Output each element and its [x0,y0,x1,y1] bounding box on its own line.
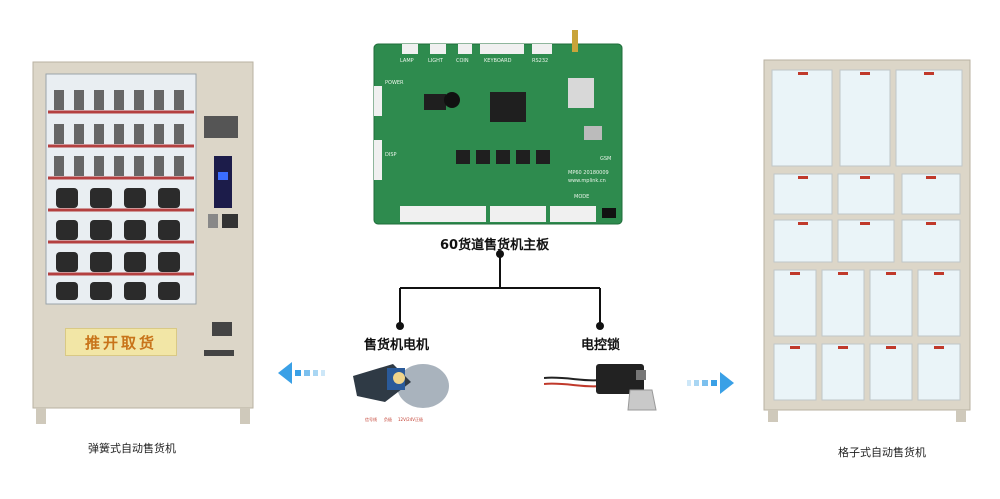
silk-model-line2: www.mplink.cn [568,178,606,184]
lock-image [544,356,670,412]
right-arrow-icon [684,370,734,396]
silk-keyboard: KEYBOARD [484,58,512,64]
silk-disp: DISP [385,152,397,158]
silk-gsm: GSM [600,156,612,162]
silk-mode: MODE [574,194,590,200]
board-title: 60货道售货机主板 [440,238,550,253]
left-arrow-icon [278,360,328,386]
main-board [372,30,624,226]
spring-vending-machine [28,60,258,430]
push-to-take-sign: 推开取货 [65,328,177,356]
motor-tag-signal: 信号线 [365,417,377,422]
connector-lines [380,248,620,338]
motor-label: 售货机电机 [364,338,430,353]
silk-power: POWER [385,80,404,86]
silk-lamp: LAMP [400,58,414,64]
silk-light: LIGHT [428,58,443,64]
push-to-take-sign-text: 推开取货 [84,333,157,352]
motor-image [345,356,465,418]
spring-machine-caption: 弹簧式自动售货机 [88,442,176,455]
spring-vending-machine-illustration [32,61,254,424]
grid-vending-machine-illustration [763,59,971,422]
silk-rs232: RS232 [532,58,549,64]
motor-tag-positive: 12V/24V正极 [398,417,423,422]
grid-machine-caption: 格子式自动售货机 [838,446,926,459]
grid-vending-machine [760,58,975,428]
lock-label: 电控锁 [581,338,621,353]
silk-model-line1: MP60 20180009 [568,170,609,176]
motor-tag-negative: 负极 [384,417,392,422]
board-illustration [373,30,623,225]
silk-coin: COIN [456,58,469,64]
